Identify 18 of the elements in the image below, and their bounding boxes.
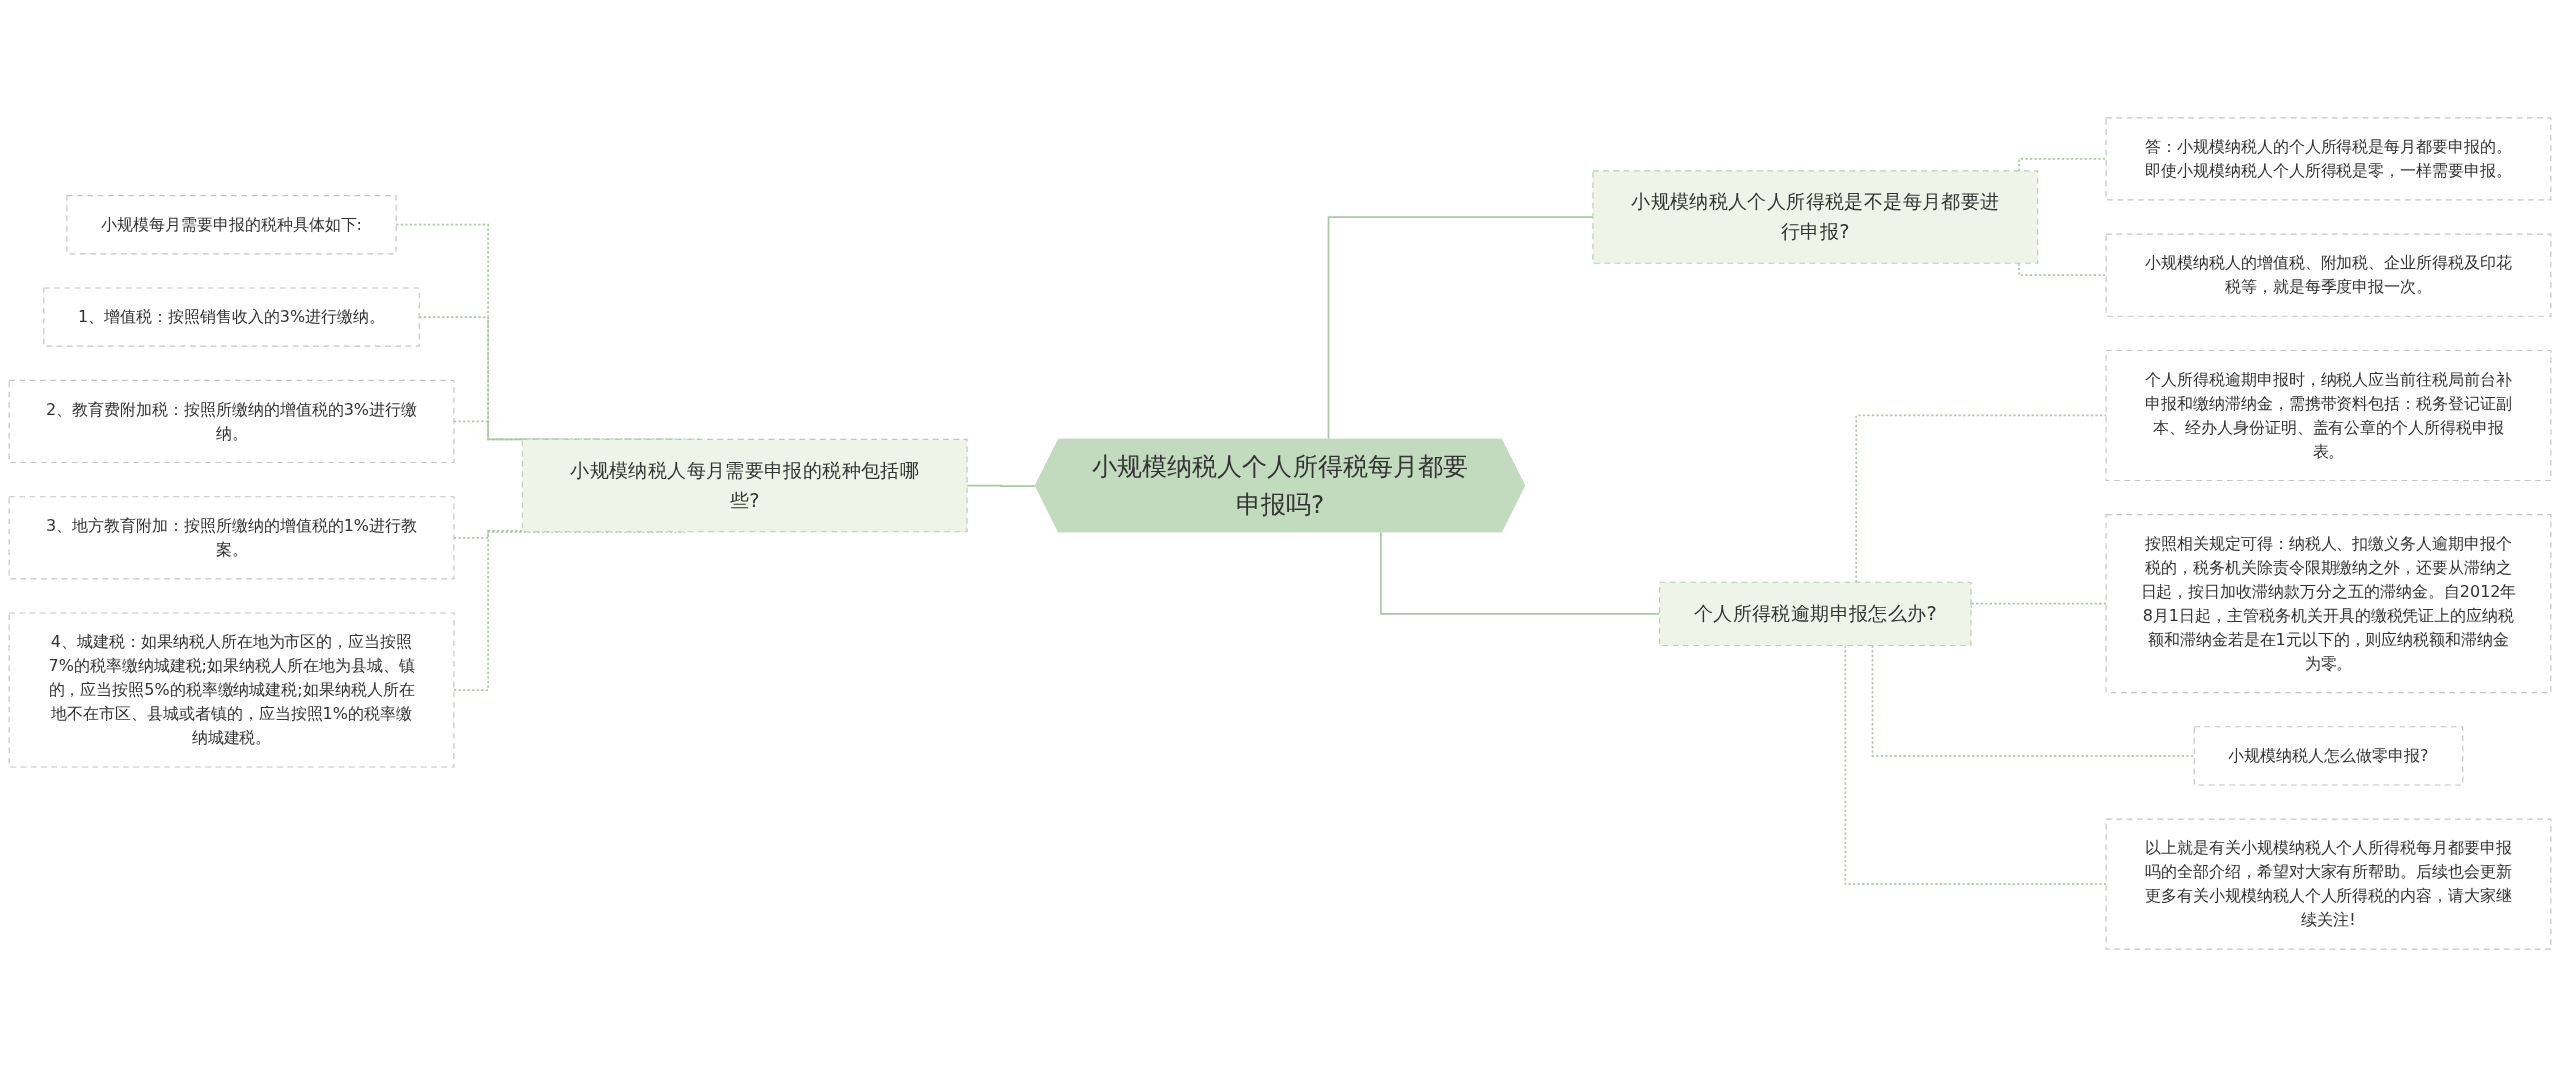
- node-box: 小规模纳税人每月需要申报的税种包括哪些?: [521, 438, 968, 533]
- node-box: 2、教育费附加税：按照所缴纳的增值税的3%进行缴纳。: [8, 379, 455, 464]
- node-box: 小规模纳税人怎么做零申报?: [2193, 726, 2464, 786]
- node-box: 1、增值税：按照销售收入的3%进行缴纳。: [43, 287, 420, 347]
- connector: [453, 529, 524, 539]
- connector: [2018, 262, 2107, 277]
- node-box: 4、城建税：如果纳税人所在地为市区的，应当按照7%的税率缴纳城建税;如果纳税人所在地为县城、镇的，应当按照5%的税率缴纳城建税;如果纳税人所在地不在市区、县城或者镇的，应当按照1%的税率缴纳城建税。: [8, 612, 455, 768]
- node-box: 3、地方教育附加：按照所缴纳的增值税的1%进行教案。: [8, 496, 455, 580]
- node-box: 小规模每月需要申报的税种具体如下:: [66, 195, 397, 255]
- node-box: 以上就是有关小规模纳税人个人所得税每月都要申报吗的全部介绍，希望对大家有所帮助。后续也会更新更多有关小规模纳税人个人所得税的内容，请大家继续关注!: [2105, 818, 2552, 950]
- node-box: 按照相关规定可得：纳税人、扣缴义务人逾期申报个税的，税务机关除责令限期缴纳之外，还要从滞纳之日起，按日加收滞纳款万分之五的滞纳金。自2012年8月1日起，主管税务机关开具的缴税凭证上的应纳税额和滞纳金若是在1元以下的，则应纳税额和滞纳金为零。: [2105, 514, 2552, 694]
- node-box: 个人所得税逾期申报时，纳税人应当前往税局前台补申报和缴纳滞纳金，需携带资料包括：税务登记证副本、经办人身份证明、盖有公章的个人所得税申报表。: [2105, 349, 2552, 482]
- node-box: 小规模纳税人的增值税、附加税、企业所得税及印花税等，就是每季度申报一次。: [2105, 233, 2552, 317]
- node-box: 答：小规模纳税人的个人所得税是每月都要申报的。即使小规模纳税人个人所得税是零，一样需要申报。: [2105, 117, 2552, 201]
- node-box: 个人所得税逾期申报怎么办?: [1659, 581, 1972, 647]
- connector: [1844, 644, 2107, 886]
- node-box: 小规模纳税人个人所得税是不是每月都要进行申报?: [1592, 170, 2039, 264]
- connector: [2018, 158, 2107, 172]
